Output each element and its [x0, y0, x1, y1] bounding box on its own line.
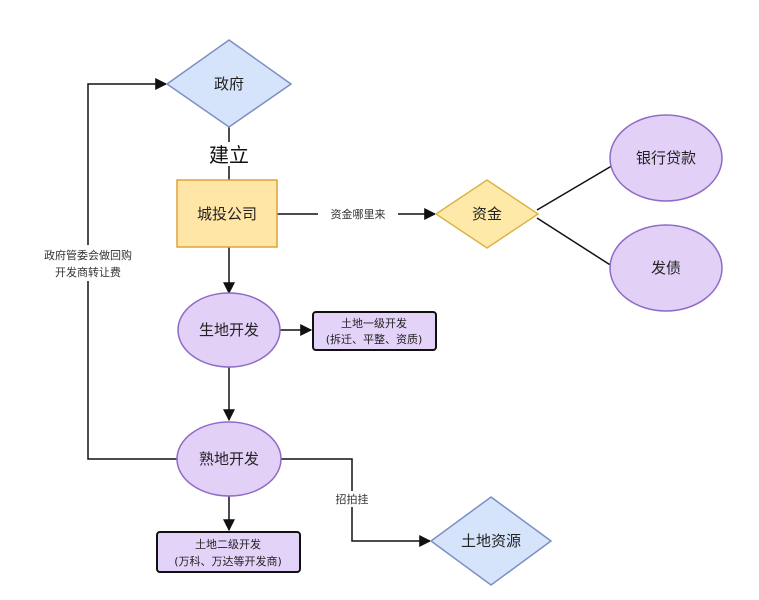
edge-label-buyback-line1: 政府管委会做回购: [44, 248, 132, 262]
edge-funds-bank-loan: [536, 163, 616, 211]
urban-investment-company-box: [176, 179, 278, 248]
bank-loan-label: 银行贷款: [636, 149, 696, 167]
bonds-label: 发债: [651, 259, 681, 277]
secondary-development-detail: (万科、万达等开发商): [174, 554, 282, 568]
government-diamond: [165, 39, 293, 128]
edge-label-auction: 招拍挂: [336, 492, 369, 506]
urban-investment-company-label: 城投公司: [197, 205, 257, 223]
government-label: 政府: [214, 75, 244, 93]
funds-diamond: [434, 179, 540, 249]
secondary-development-title: 土地二级开发: [195, 537, 261, 551]
bonds-ellipse: [609, 224, 723, 312]
land-resources-label: 土地资源: [461, 532, 521, 550]
raw-land-development-ellipse: [177, 292, 281, 368]
mature-land-development-label: 熟地开发: [199, 450, 259, 468]
edge-label-buyback-line2: 开发商转让费: [55, 265, 121, 279]
land-resources-diamond: [429, 496, 553, 586]
establish-label: 建立: [209, 143, 249, 167]
primary-development-title: 土地一级开发: [341, 316, 407, 330]
primary-development-detail: (拆迁、平整、资质): [326, 332, 423, 346]
edge-label-funds-source: 资金哪里来: [331, 207, 386, 221]
primary-development-box: [312, 311, 437, 351]
bank-loan-ellipse: [609, 114, 723, 202]
raw-land-development-label: 生地开发: [199, 321, 259, 339]
mature-land-development-ellipse: [176, 421, 282, 497]
funds-label: 资金: [472, 205, 502, 223]
secondary-development-box: [156, 531, 301, 573]
edge-funds-bonds: [536, 217, 616, 269]
